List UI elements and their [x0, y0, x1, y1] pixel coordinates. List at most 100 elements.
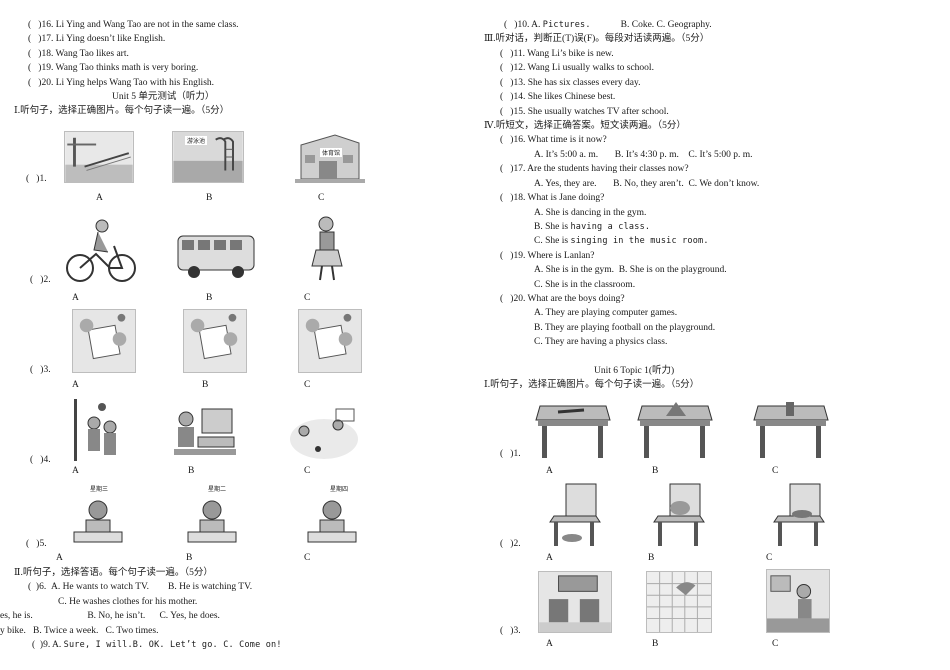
desk-c-image [752, 396, 830, 460]
section4-heading: Ⅳ.听短文，选择正确答案。短文读两遍。（5分） [484, 121, 686, 131]
tf-item-14: ( )14. She likes Chinese best. [500, 92, 616, 102]
q5-option-c: C [304, 553, 311, 563]
q18-c-text: singing in the music room. [570, 236, 709, 246]
q19-options-ab: A. She is in the gym. B. She is on the p… [534, 265, 727, 275]
u6-q3-option-c: C [772, 639, 779, 649]
q5-option-b: B [186, 553, 193, 563]
class-scene-c-image [298, 309, 362, 373]
football-game-image [288, 405, 360, 461]
u6-q1-option-c: C [772, 466, 779, 476]
tf-item-12: ( )12. Wang Li usually walks to school. [500, 63, 654, 73]
q4-option-c: C [304, 466, 311, 476]
school-bus-image [176, 230, 256, 280]
gym-building-image: 体育馆 [295, 131, 365, 183]
unit6-title: Unit 6 Topic 1(听力) [594, 366, 675, 376]
chair-b-image [652, 482, 706, 548]
q20-option-a: A. They are playing computer games. [534, 308, 678, 318]
q2-bracket: ( )2. [30, 275, 51, 285]
q20-option-c: C. They are having a physics class. [534, 337, 668, 347]
tf-item-16: ( )16. Li Ying and Wang Tao are not in t… [28, 20, 239, 30]
class-scene-a-image [72, 309, 136, 373]
section2-heading: Ⅱ.听句子，选择答语。每个句子读一遍。（5分） [14, 568, 213, 578]
q20-option-b: B. They are playing football on the play… [534, 323, 716, 333]
sofa-room-image [538, 571, 612, 633]
q4-option-a: A [72, 466, 79, 476]
walking-girl-image [306, 214, 348, 284]
u6-q2-bracket: ( )2. [500, 539, 521, 549]
unit6-section1-heading: Ⅰ.听句子，选择正确图片。每个句子读一遍。（5分） [484, 380, 700, 390]
thursday-label: 星期四 [328, 484, 351, 493]
q16-options: A. It’s 5:00 a. m. B. It’s 4:30 p. m. C.… [534, 150, 753, 160]
tf-item-13: ( )13. She has six classes every day. [500, 78, 641, 88]
q1-option-a: A [96, 193, 103, 203]
u6-q2-option-b: B [648, 553, 655, 563]
question-16: ( )16. What time is it now? [500, 135, 607, 145]
q6-option-c: C. He washes clothes for his mother. [58, 597, 198, 607]
q10-options: ( )10. A. Pictures. B. Coke. C. Geography… [504, 19, 712, 31]
q19-option-c: C. She is in the classroom. [534, 280, 636, 290]
unit5-title: Unit 5 单元测试（听力） [112, 92, 215, 102]
tf-item-19: ( )19. Wang Tao thinks math is very bori… [28, 63, 199, 73]
reading-girl-wed-image: 星期三 [70, 484, 126, 546]
q18-b-text: having a class. [570, 222, 651, 232]
left-column: ( )16. Li Ying and Wang Tao are not in t… [0, 0, 470, 670]
q2-option-a: A [72, 293, 79, 303]
q1-option-b: B [206, 193, 213, 203]
tf-item-20: ( )20. Li Ying helps Wang Tao with his E… [28, 78, 215, 88]
pool-sign: 游泳池 [185, 136, 208, 145]
u6-q3-option-b: B [652, 639, 659, 649]
q3-option-c: C [304, 380, 311, 390]
q4-option-b: B [188, 466, 195, 476]
class-scene-b-image [183, 309, 247, 373]
q2-option-c: C [304, 293, 311, 303]
question-18: ( )18. What is Jane doing? [500, 193, 605, 203]
desk-b-image [636, 396, 714, 460]
chair-a-image [548, 482, 602, 548]
question-20: ( )20. What are the boys doing? [500, 294, 625, 304]
q1-option-c: C [318, 193, 325, 203]
section3-heading: Ⅲ.听对话，判断正(T)误(F)。每段对话读两遍。（5分） [484, 34, 710, 44]
q8-options: y bike. B. Twice a week. C. Two times. [0, 626, 159, 636]
q7-options: es, he is. B. No, he isn’t. C. Yes, he d… [0, 611, 220, 621]
q18-b-prefix: B. She is [534, 222, 571, 232]
q5-bracket: ( )5. [26, 539, 47, 549]
q18-option-b: B. She is having a class. [534, 221, 650, 233]
q10-prefix: ( )10. A. [504, 20, 543, 30]
q6-options: ( )6. A. He wants to watch TV. B. He is … [28, 582, 253, 592]
q17-options: A. Yes, they are. B. No, they aren’t. C.… [534, 179, 760, 189]
swimming-pool-image: 游泳池 [172, 131, 244, 183]
tiled-wall-image [646, 571, 712, 633]
question-19: ( )19. Where is Lanlan? [500, 251, 595, 261]
q10-option-a: Pictures. [542, 20, 591, 30]
tf-item-11: ( )11. Wang Li’s bike is new. [500, 49, 614, 59]
tf-item-18: ( )18. Wang Tao likes art. [28, 49, 129, 59]
q18-option-c: C. She is singing in the music room. [534, 235, 709, 247]
u6-q1-option-a: A [546, 466, 553, 476]
reading-girl-tue-image: 星期二 [184, 484, 240, 546]
question-17: ( )17. Are the students having their cla… [500, 164, 689, 174]
q4-bracket: ( )4. [30, 455, 51, 465]
q5-option-a: A [56, 553, 63, 563]
desk-a-image [534, 396, 612, 460]
pier-scene-image [64, 131, 134, 183]
kitchen-boy-image [766, 569, 830, 633]
q3-bracket: ( )3. [30, 365, 51, 375]
right-column: ( )10. A. Pictures. B. Coke. C. Geography… [470, 0, 950, 670]
q9-choices: Sure, I will.B. OK. Let’t go. C. Come on… [63, 640, 282, 650]
q9-prefix: ( )9. A. [32, 640, 64, 650]
u6-q2-option-c: C [766, 553, 773, 563]
u6-q3-option-a: A [546, 639, 553, 649]
q10-option-bc: B. Coke. C. Geography. [620, 20, 712, 30]
basketball-players-image [72, 397, 128, 463]
u6-q3-bracket: ( )3. [500, 626, 521, 636]
computer-boy-image [172, 403, 238, 459]
u6-q1-bracket: ( )1. [500, 449, 521, 459]
q9-options: ( )9. A. Sure, I will.B. OK. Let’t go. C… [32, 639, 282, 651]
tf-item-17: ( )17. Li Ying doesn’t like English. [28, 34, 166, 44]
q18-c-prefix: C. She is [534, 236, 571, 246]
tuesday-label: 星期二 [206, 484, 229, 493]
q3-option-b: B [202, 380, 209, 390]
tf-item-15: ( )15. She usually watches TV after scho… [500, 107, 669, 117]
q18-option-a: A. She is dancing in the gym. [534, 208, 647, 218]
q3-option-a: A [72, 380, 79, 390]
